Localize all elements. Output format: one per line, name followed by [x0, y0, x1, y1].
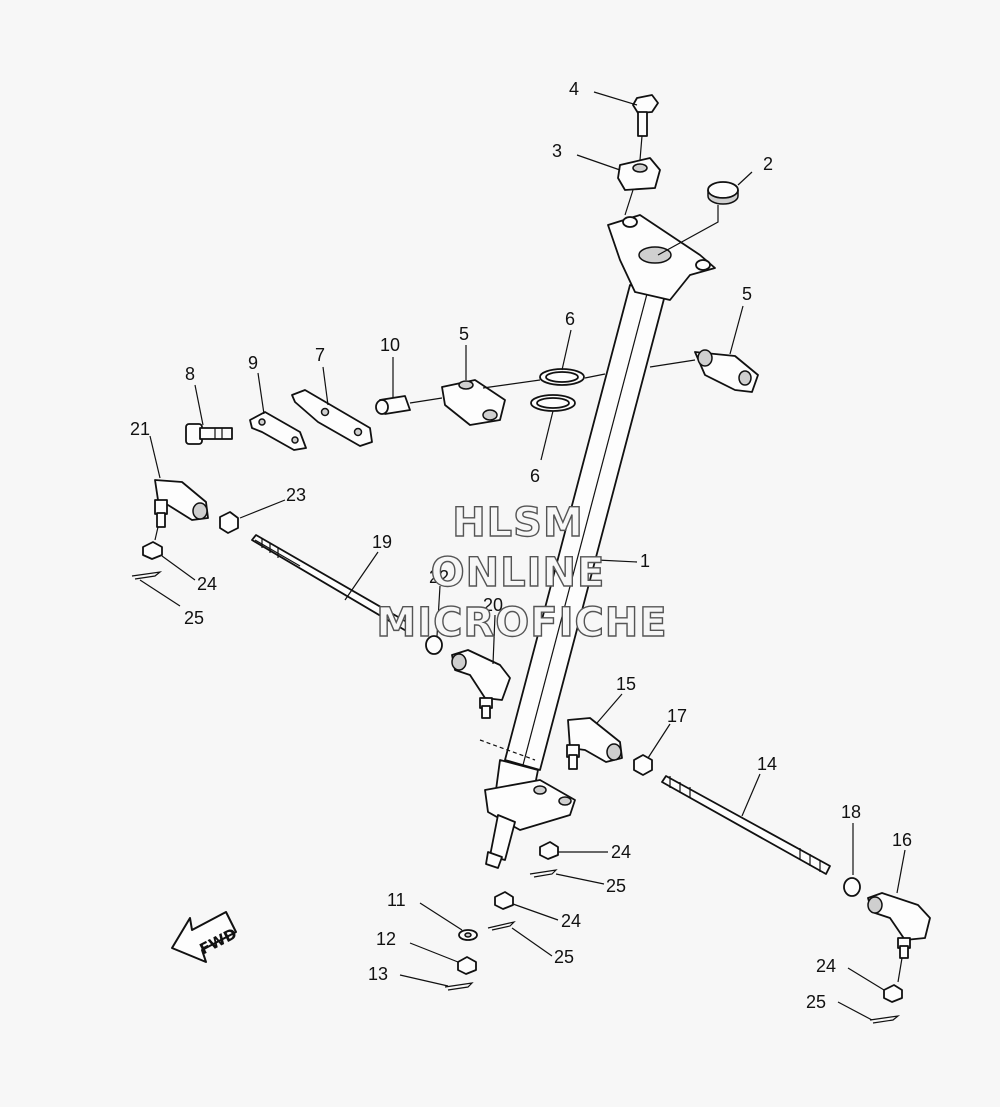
fwd-arrow-icon: FWD	[171, 911, 240, 963]
label-part-6-upper: 6	[565, 309, 575, 329]
label-part-23: 23	[286, 485, 306, 505]
clamp-part-3	[617, 157, 661, 191]
tie-rod-end-part-16	[867, 892, 931, 959]
holder-part-5-left	[441, 379, 506, 426]
label-part-25-lower: 25	[554, 947, 574, 967]
label-part-15: 15	[616, 674, 636, 694]
label-part-16: 16	[892, 830, 912, 850]
bolt-part-4	[632, 94, 659, 137]
bushing-part-5-right	[694, 349, 759, 393]
label-part-13: 13	[368, 964, 388, 984]
lock-washer-part-9	[249, 411, 307, 451]
cap-part-2	[707, 181, 739, 205]
nut-part-24-center	[539, 841, 559, 860]
part-labels: 1 2 3 4 5 5 6 6 7 8 9 10 11 12 13 14 15 …	[130, 79, 912, 1012]
tie-rod-end-part-15	[566, 717, 623, 770]
tie-rod-part-19	[251, 534, 413, 633]
upper-bracket	[607, 214, 716, 301]
nut-part-24-left	[142, 541, 163, 560]
label-part-9: 9	[248, 353, 258, 373]
bushing-part-10	[375, 395, 411, 415]
label-part-19: 19	[372, 532, 392, 552]
label-part-25-right: 25	[806, 992, 826, 1012]
label-part-24-center: 24	[611, 842, 631, 862]
label-part-18: 18	[841, 802, 861, 822]
label-part-17: 17	[667, 706, 687, 726]
nut-part-23	[219, 511, 239, 534]
label-part-20: 20	[483, 595, 503, 615]
label-part-7: 7	[315, 345, 325, 365]
cotter-pin-part-25-center	[529, 869, 558, 878]
leader-lines	[139, 91, 906, 1021]
label-part-25-left: 25	[184, 608, 204, 628]
watermark-line-1: HLSM	[452, 500, 584, 546]
label-part-2: 2	[763, 154, 773, 174]
tie-rod-end-part-20	[451, 649, 511, 719]
watermark: HLSM ONLINE MICROFICHE	[376, 499, 668, 646]
label-part-21: 21	[130, 419, 150, 439]
plate-part-7	[291, 389, 373, 447]
label-part-25-center: 25	[606, 876, 626, 896]
nut-part-17	[633, 754, 653, 776]
label-part-24-right: 24	[816, 956, 836, 976]
nut-part-18	[843, 877, 861, 897]
ring-part-6-lower	[530, 394, 576, 412]
label-part-24-lower: 24	[561, 911, 581, 931]
cotter-pin-part-25-left	[131, 571, 163, 580]
label-part-5-left: 5	[459, 324, 469, 344]
nut-part-22	[425, 635, 443, 655]
label-part-8: 8	[185, 364, 195, 384]
label-part-11: 11	[387, 890, 406, 910]
label-part-3: 3	[552, 141, 562, 161]
watermark-line-3: MICROFICHE	[376, 600, 667, 646]
cotter-pin-part-25-right	[869, 1015, 901, 1024]
nut-part-24-right	[883, 984, 903, 1003]
label-part-24-left: 24	[197, 574, 217, 594]
label-part-10: 10	[380, 335, 400, 355]
ring-part-6-upper	[539, 368, 585, 386]
cotter-pin-part-25-lower	[487, 920, 516, 931]
tie-rod-part-14	[661, 775, 831, 875]
label-part-22: 22	[429, 567, 449, 587]
label-part-1: 1	[640, 551, 650, 571]
label-part-12: 12	[376, 929, 396, 949]
washer-part-11-hole	[464, 932, 472, 938]
watermark-line-2: ONLINE	[431, 550, 606, 596]
bolt-part-8	[185, 423, 233, 445]
tie-rod-end-part-21	[154, 479, 209, 528]
label-part-6-lower: 6	[530, 466, 540, 486]
guide-line	[479, 739, 536, 761]
nut-part-24-lower	[494, 891, 514, 910]
cotter-pin-part-13	[444, 982, 474, 991]
label-part-5-right: 5	[742, 284, 752, 304]
label-part-14: 14	[757, 754, 777, 774]
label-part-4: 4	[569, 79, 579, 99]
nut-part-12	[457, 956, 477, 975]
